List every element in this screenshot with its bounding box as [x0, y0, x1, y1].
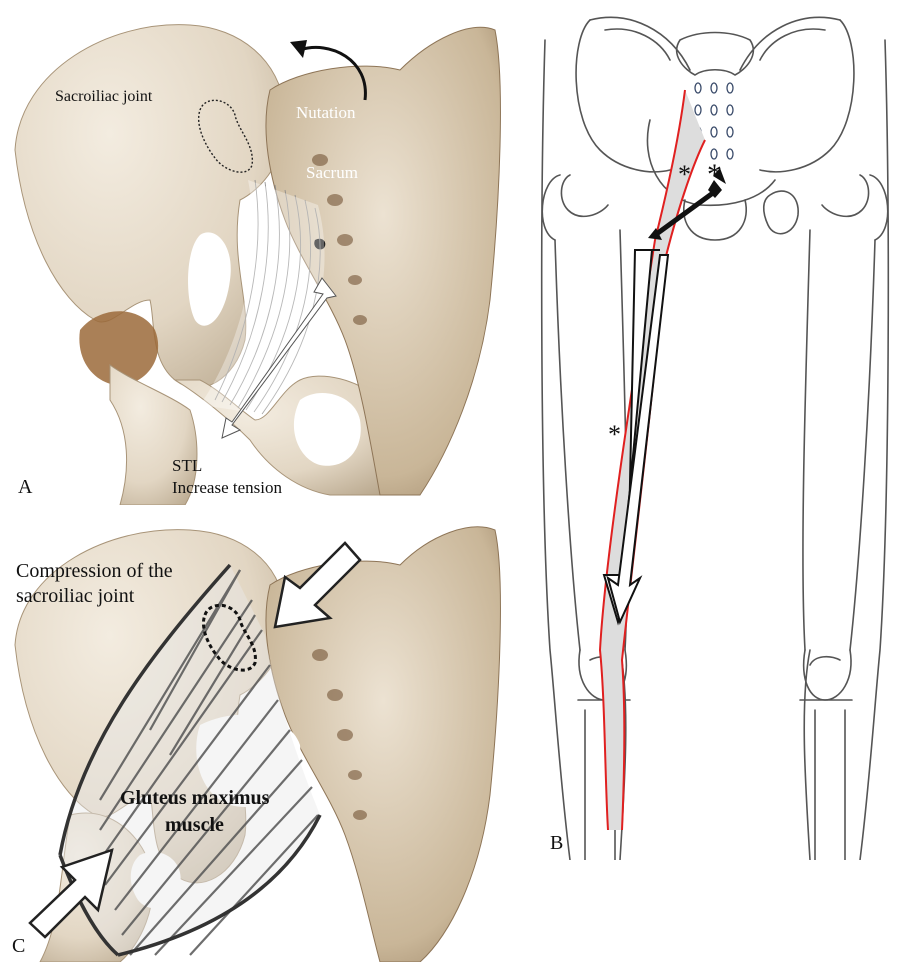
- hamstring-muscle-fill: [600, 90, 705, 830]
- panel-letter-c: C: [12, 935, 25, 958]
- label-stl: STL: [172, 456, 202, 476]
- label-sacrum: Sacrum: [306, 163, 358, 183]
- panel-letter-b: B: [550, 832, 563, 855]
- marker-star-3: *: [608, 420, 621, 450]
- marker-star-2: *: [707, 158, 722, 192]
- panel-a-illustration: [0, 0, 520, 505]
- label-gluteus-line1: Gluteus maximus: [120, 787, 269, 810]
- label-gluteus-line2: muscle: [165, 814, 224, 837]
- label-nutation: Nutation: [296, 103, 356, 123]
- skeleton-outline: [542, 17, 889, 860]
- panel-letter-a: A: [18, 476, 32, 499]
- panel-b-illustration: [530, 0, 897, 860]
- label-sacroiliac-joint: Sacroiliac joint: [55, 88, 152, 106]
- panel-c-gluteus-compression: Compression of the sacroiliac joint Glut…: [0, 515, 520, 962]
- panel-b-lower-limb-diagram: * * * B: [530, 0, 897, 860]
- label-compression-line1: Compression of the: [16, 560, 173, 583]
- label-compression-line2: sacroiliac joint: [16, 585, 134, 608]
- nutation-arrow-head: [290, 40, 307, 58]
- marker-star-1: *: [678, 160, 691, 190]
- panel-a-pelvis-nutation: Sacroiliac joint Nutation Sacrum STL Inc…: [0, 0, 520, 505]
- label-increase-tension: Increase tension: [172, 478, 282, 498]
